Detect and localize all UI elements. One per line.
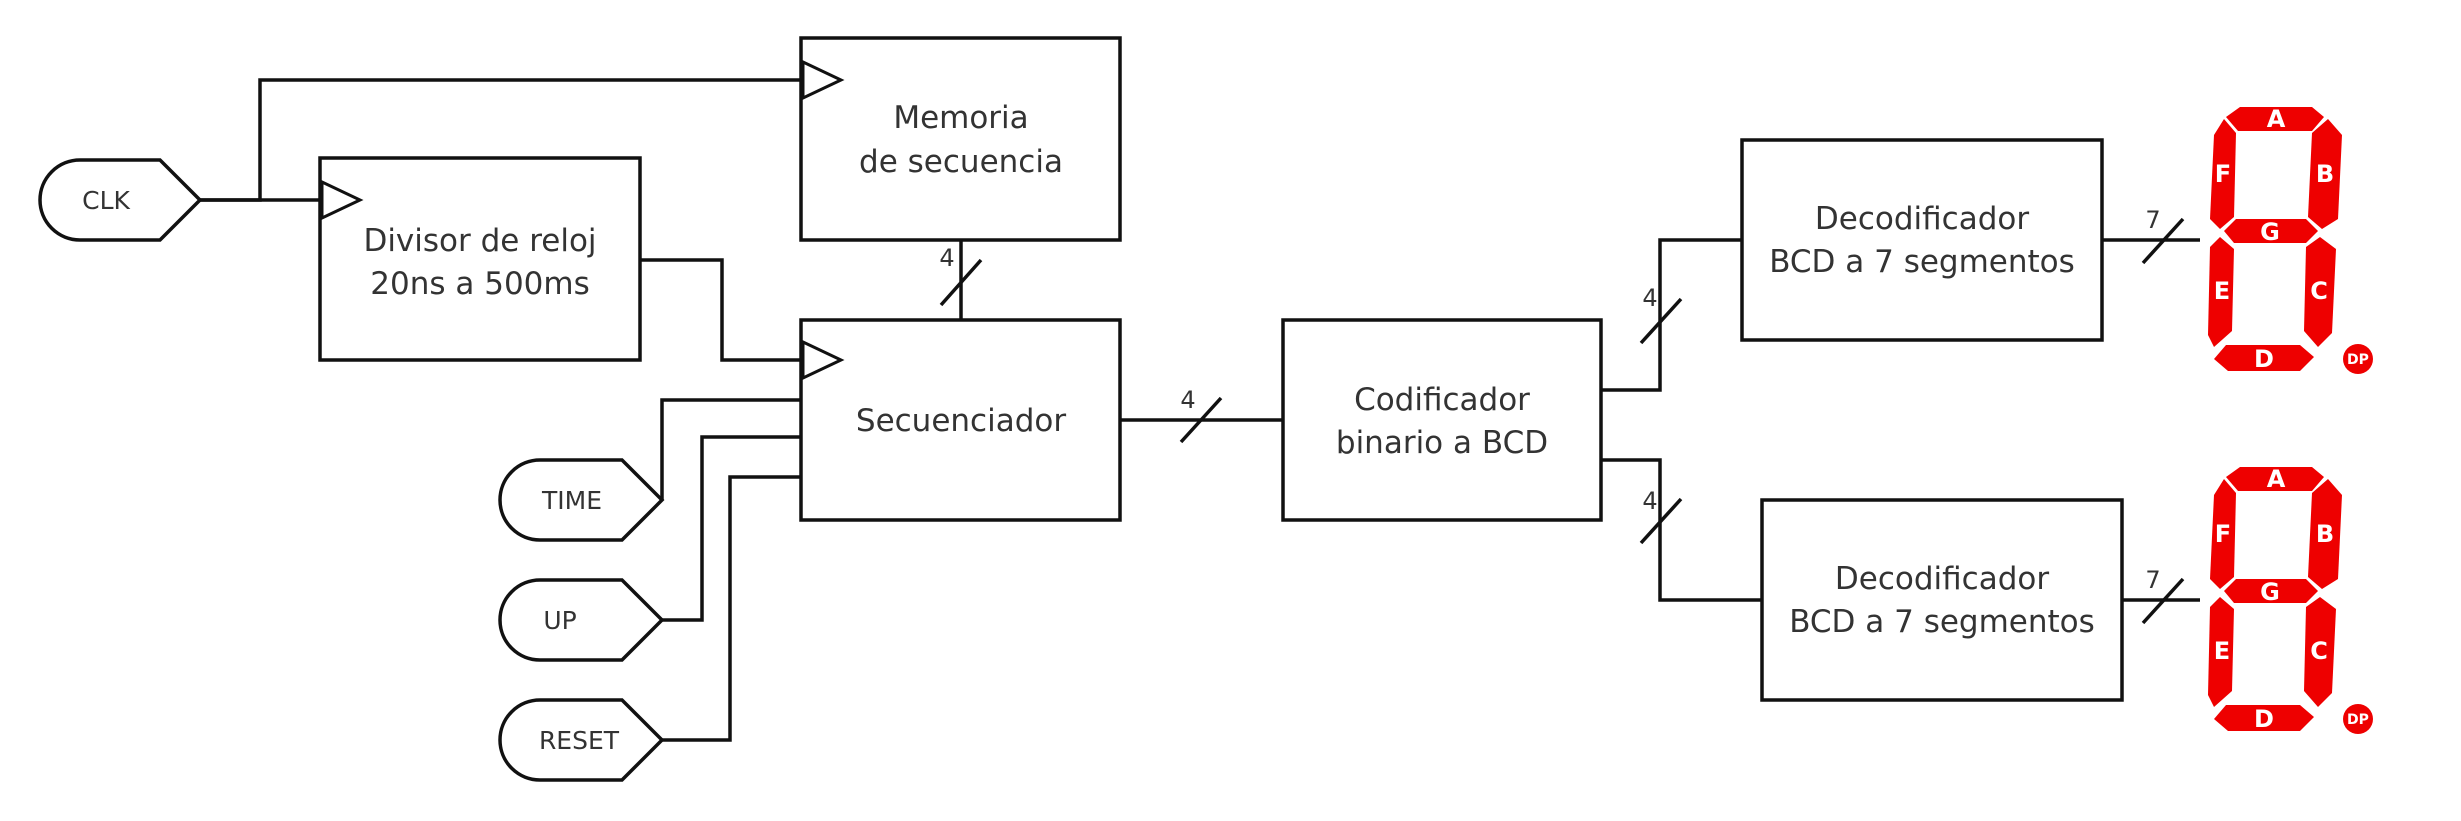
input-label-time: TIME xyxy=(541,486,602,515)
wire-reset-to-secuenciador xyxy=(662,475,800,742)
segment-label-d: D xyxy=(2254,705,2274,733)
input-terminal-time: TIME xyxy=(498,458,665,542)
input-label-up: UP xyxy=(543,606,576,635)
decodificador-bottom-label-line1: Decodificador xyxy=(1835,561,2049,597)
segment-g xyxy=(2224,579,2318,603)
segment-label-e: E xyxy=(2214,637,2230,665)
segment-label-a: A xyxy=(2267,465,2286,493)
decimal-point-label: DP xyxy=(2347,712,2369,728)
bus-slash-dec-top-display xyxy=(2141,217,2185,265)
seven-segment-display-bottom: A B C D E F G DP xyxy=(2208,465,2373,734)
segment-c xyxy=(2304,597,2336,707)
segment-label-b: B xyxy=(2316,160,2334,188)
segment-label-c: C xyxy=(2310,637,2328,665)
segment-d xyxy=(2214,705,2314,731)
bus-label-dec-bottom-display: 7 xyxy=(2145,566,2160,594)
wire-time-to-secuenciador xyxy=(660,398,800,500)
segment-label-g: G xyxy=(2260,578,2280,606)
input-terminal-clk: CLK xyxy=(38,158,203,242)
bus-label-cod-dec-bottom: 4 xyxy=(1642,487,1657,515)
input-terminal-up: UP xyxy=(498,578,665,662)
segment-label-g: G xyxy=(2260,218,2280,246)
wire-codificador-to-decodificador-top xyxy=(1600,238,1742,392)
bus-slash-seq-cod xyxy=(1179,396,1223,444)
decodificador-top-block: Decodificador BCD a 7 segmentos xyxy=(1740,138,2104,342)
divisor-block: Divisor de reloj 20ns a 500ms xyxy=(318,156,642,362)
memoria-label-line1: Memoria xyxy=(893,100,1028,136)
bus-slash-cod-dec-top xyxy=(1639,297,1683,345)
bus-slash-cod-dec-bottom xyxy=(1639,497,1683,545)
segment-label-f: F xyxy=(2215,520,2231,548)
segment-e xyxy=(2208,597,2234,707)
divisor-label-line2: 20ns a 500ms xyxy=(370,266,589,302)
segment-f xyxy=(2210,119,2236,229)
codificador-label-line2: binario a BCD xyxy=(1336,425,1548,461)
segment-label-a: A xyxy=(2267,105,2286,133)
segment-a xyxy=(2226,107,2324,131)
segment-label-c: C xyxy=(2310,277,2328,305)
bus-label-seq-cod: 4 xyxy=(1180,386,1195,414)
bus-slash-mem-seq xyxy=(939,258,983,307)
decimal-point-dot xyxy=(2343,344,2373,374)
memoria-block: Memoria de secuencia xyxy=(799,36,1122,242)
segment-b xyxy=(2308,119,2342,229)
secuenciador-block: Secuenciador xyxy=(799,318,1122,522)
bus-slash-dec-bottom-display xyxy=(2141,577,2185,625)
segment-f xyxy=(2210,479,2236,589)
decodificador-top-label-line1: Decodificador xyxy=(1815,201,2029,237)
codificador-block: Codificador binario a BCD xyxy=(1281,318,1603,522)
segment-label-f: F xyxy=(2215,160,2231,188)
segment-label-b: B xyxy=(2316,520,2334,548)
input-label-reset: RESET xyxy=(539,726,620,755)
segment-label-d: D xyxy=(2254,345,2274,373)
segment-d xyxy=(2214,345,2314,371)
bus-label-dec-top-display: 7 xyxy=(2145,206,2160,234)
wire-codificador-to-decodificador-bottom xyxy=(1600,458,1762,602)
codificador-label-line1: Codificador xyxy=(1354,382,1530,418)
divisor-label-line1: Divisor de reloj xyxy=(363,223,596,259)
memoria-clock-input-icon xyxy=(801,59,845,101)
segment-label-e: E xyxy=(2214,277,2230,305)
seven-segment-display-top: A B C D E F G DP xyxy=(2208,105,2373,374)
decodificador-bottom-block: Decodificador BCD a 7 segmentos xyxy=(1760,498,2124,702)
segment-a xyxy=(2226,467,2324,491)
decimal-point-label: DP xyxy=(2347,352,2369,368)
decodificador-top-label-line2: BCD a 7 segmentos xyxy=(1769,244,2075,280)
divisor-clock-input-icon xyxy=(320,179,364,221)
decodificador-bottom-label-line2: BCD a 7 segmentos xyxy=(1789,604,2095,640)
segment-c xyxy=(2304,237,2336,347)
wire-divisor-to-secuenciador xyxy=(640,258,800,362)
input-terminal-reset: RESET xyxy=(498,698,665,782)
bus-label-mem-seq: 4 xyxy=(939,244,954,272)
secuenciador-clock-input-icon xyxy=(801,339,845,381)
decimal-point-dot xyxy=(2343,704,2373,734)
wire-up-to-secuenciador xyxy=(662,435,800,622)
segment-g xyxy=(2224,219,2318,243)
bus-label-cod-dec-top: 4 xyxy=(1642,284,1657,312)
segment-e xyxy=(2208,237,2234,347)
memoria-label-line2: de secuencia xyxy=(859,144,1063,180)
secuenciador-label: Secuenciador xyxy=(856,403,1066,439)
input-label-clk: CLK xyxy=(82,186,130,215)
segment-b xyxy=(2308,479,2342,589)
